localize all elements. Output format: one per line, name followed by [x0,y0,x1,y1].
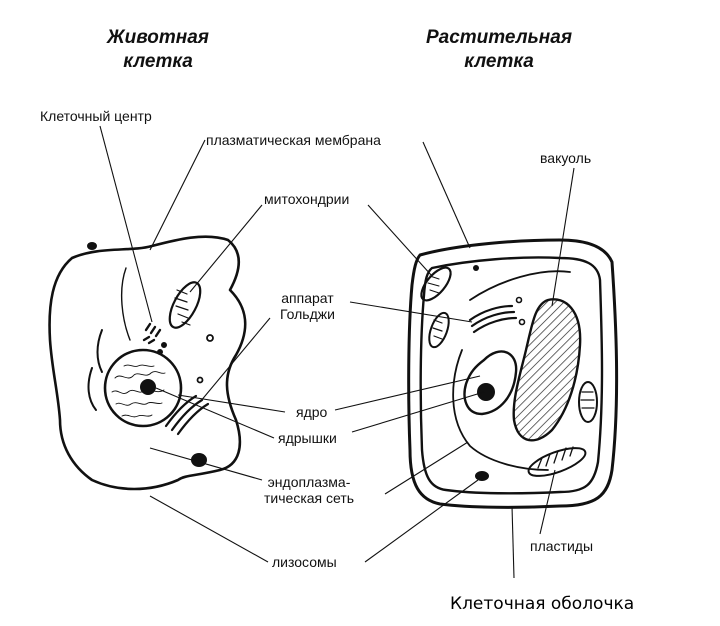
plant-mitochondrion [420,266,452,302]
animal-cell [48,235,247,491]
animal-nucleus [103,348,183,428]
animal-mitochondrion [168,281,202,329]
label-vacuole: вакуоль [540,150,592,166]
label-cell-wall: Клеточная оболочка [450,594,635,614]
animal-cell-title: Животная клетка [98,26,218,74]
label-er: эндоплазма- тическая сеть [264,474,354,506]
animal-title-line1: Животная [107,27,209,48]
plant-title-line2: клетка [464,51,534,72]
label-mitochondria: митохондрии [264,191,350,207]
plant-cell-wall [407,238,619,509]
label-plasma-membrane: плазматическая мембрана [206,132,381,148]
animal-nucleolus [140,379,156,395]
label-golgi-line2: Гольджи [280,306,335,322]
plant-nucleolus [477,383,495,401]
plant-plastid-left [428,311,450,349]
label-lysosomes: лизосомы [272,554,337,570]
leader-lines [99,125,575,579]
label-golgi-line1: аппарат [281,290,334,306]
plant-cell-title: Растительная клетка [414,26,584,74]
label-cell-center: Клеточный центр [40,108,152,124]
label-plastids: пластиды [530,538,593,554]
plant-plastid-right [578,381,598,423]
plant-plasma-membrane [419,256,604,495]
animal-title-line2: клетка [123,51,193,72]
plant-vacuole [512,298,582,442]
label-nucleoli: ядрышки [278,430,337,446]
plant-nucleus [463,350,518,416]
animal-lysosome-small [87,242,97,250]
label-golgi: аппарат Гольджи [280,290,335,322]
plant-plastid-bottom [527,446,587,477]
plant-title-line1: Растительная [425,27,573,48]
plant-lysosome [475,471,489,481]
plant-cell [407,238,619,509]
label-er-line1: эндоплазма- [267,474,351,490]
label-er-line2: тическая сеть [264,490,355,506]
label-nucleus: ядро [296,404,328,420]
plant-golgi [468,304,518,334]
animal-cell-membrane [48,235,247,491]
